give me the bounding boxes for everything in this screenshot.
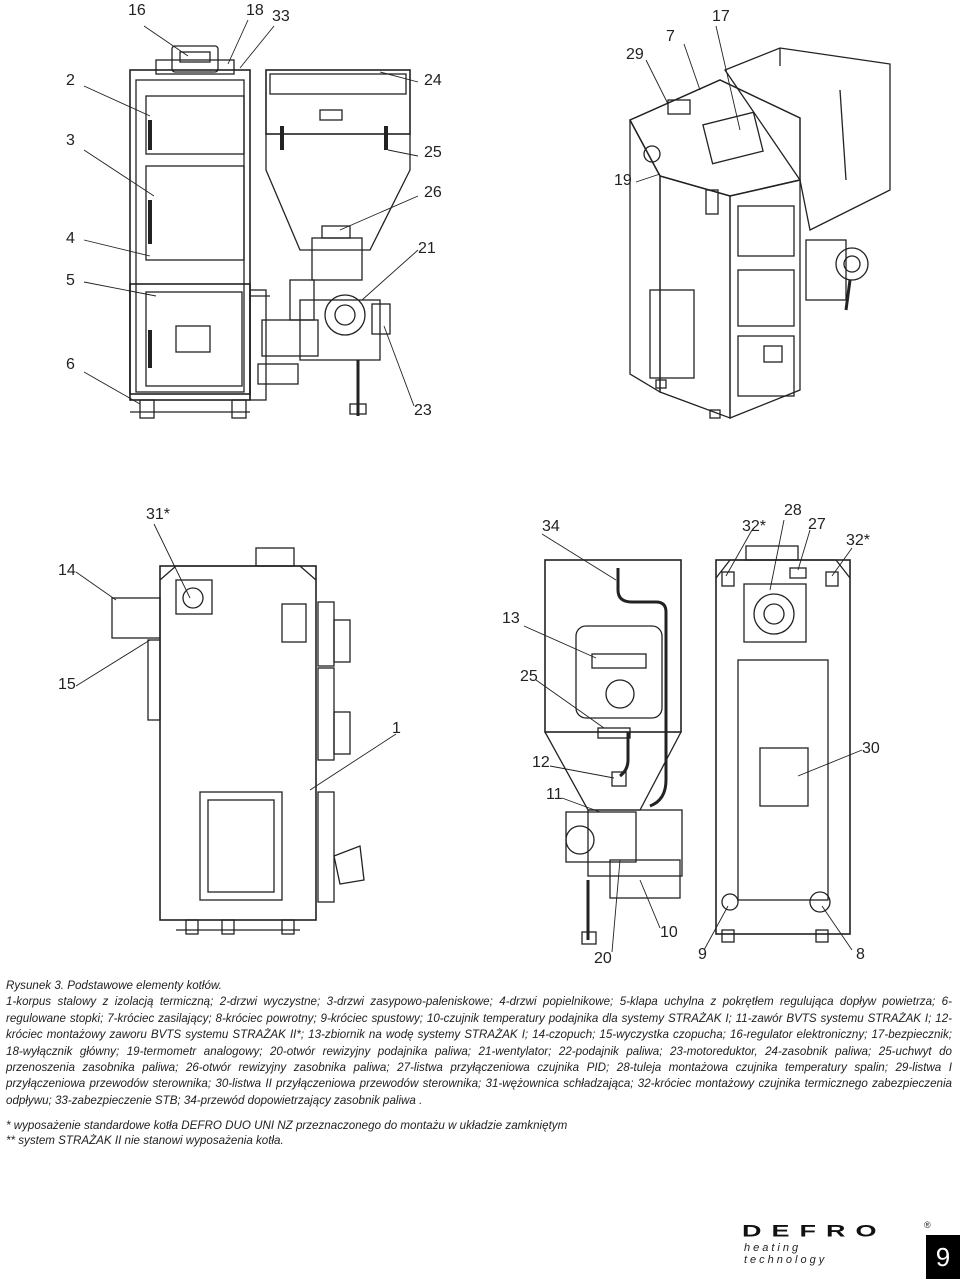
caption-title: Rysunek 3. Podstawowe elementy kotłów. (6, 979, 222, 992)
callout-label: 3 (66, 132, 75, 149)
callout-label: 11 (546, 786, 563, 803)
footnote-1: * wyposażenie standardowe kotła DEFRO DU… (6, 1119, 568, 1132)
callout-label: 19 (614, 172, 632, 189)
isometric-view-drawing (628, 47, 891, 419)
callout-label: 34 (542, 518, 560, 535)
boiler-drawings (75, 19, 891, 953)
callout-label: 32* (846, 532, 871, 549)
callout-label: 15 (58, 676, 76, 693)
brand-name: DEFRO (742, 1222, 887, 1240)
callout-label: 26 (424, 184, 442, 201)
boiler-technical-figure: 16 18 33 2 24 3 25 26 4 21 5 6 23 29 7 1… (58, 2, 891, 967)
figure-caption: Rysunek 3. Podstawowe elementy kotłów. 1… (6, 978, 952, 1109)
page-number: 9 (926, 1235, 960, 1279)
rear-hopper-view-drawing (544, 559, 683, 945)
callout-label: 1 (392, 720, 401, 737)
callout-label: 10 (660, 924, 678, 941)
callout-label: 27 (808, 516, 826, 533)
callout-label: 2 (66, 72, 75, 89)
side-view-drawing (111, 547, 365, 935)
callout-label: 13 (502, 610, 520, 627)
callout-label: 30 (862, 740, 880, 757)
callout-label: 25 (520, 668, 538, 685)
callout-label: 31* (146, 506, 171, 523)
footnote-2: ** system STRAŻAK II nie stanowi wyposaż… (6, 1134, 284, 1147)
callout-label: 4 (66, 230, 75, 247)
callout-label: 8 (856, 946, 865, 963)
callout-label: 18 (246, 2, 264, 19)
caption-body: 1-korpus stalowy z izolacją termiczną; 2… (6, 995, 952, 1107)
callout-label: 28 (784, 502, 802, 519)
callout-label: 14 (58, 562, 76, 579)
callout-label: 17 (712, 8, 730, 25)
callout-label: 5 (66, 272, 75, 289)
callout-label: 29 (626, 46, 644, 63)
callout-label: 12 (532, 754, 550, 771)
callout-label: 16 (128, 2, 146, 19)
footnotes: * wyposażenie standardowe kotła DEFRO DU… (6, 1118, 567, 1148)
callout-label: 25 (424, 144, 442, 161)
callout-label: 6 (66, 356, 75, 373)
callout-leader-lines (75, 19, 863, 953)
callout-label: 24 (424, 72, 442, 89)
defro-logo: DEFRO ® heating technology (742, 1220, 931, 1266)
callout-label: 9 (698, 946, 707, 963)
callout-label: 21 (418, 240, 436, 257)
brand-tagline: heating technology (744, 1242, 828, 1266)
rear-boiler-view-drawing (715, 545, 851, 943)
registered-mark: ® (924, 1220, 931, 1230)
callout-label: 32* (742, 518, 767, 535)
callout-label: 33 (272, 8, 290, 25)
callout-label: 7 (666, 28, 675, 45)
front-view-drawing (129, 45, 411, 419)
callout-label: 20 (594, 950, 612, 967)
callout-label: 23 (414, 402, 432, 419)
